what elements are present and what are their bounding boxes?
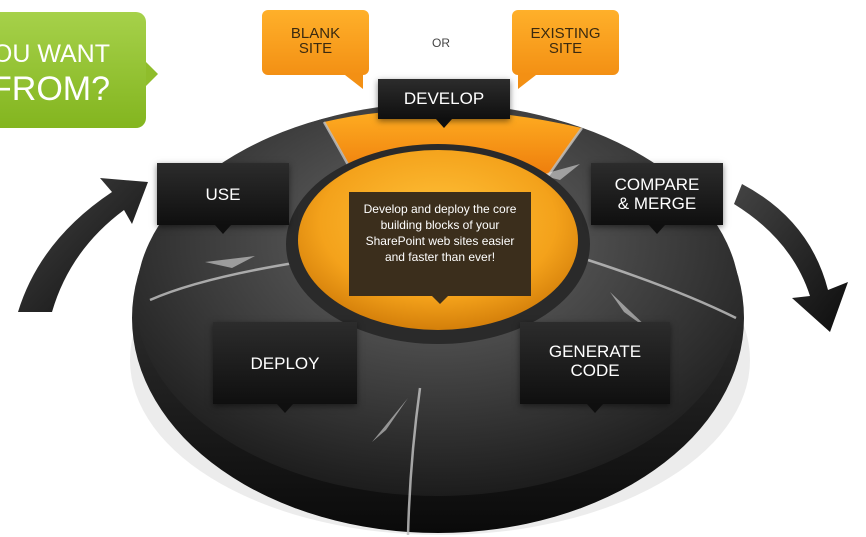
stage-deploy-label: DEPLOY [250, 354, 320, 373]
question-line-1: OU WANT [0, 40, 110, 68]
stage-use: USE [157, 163, 289, 234]
stage-develop: DEVELOP [378, 79, 510, 128]
question-callout: OU WANT FROM? [0, 12, 158, 128]
stage-generate-code-label: GENERATE CODE [548, 342, 642, 380]
cycle-arrow-left-icon [18, 178, 148, 312]
blank-site-label: BLANK SITE [290, 25, 341, 57]
question-line-2: FROM? [0, 70, 110, 108]
existing-site-option: EXISTING SITE [512, 10, 619, 89]
stage-compare-merge-label: COMPARE & MERGE [614, 175, 700, 213]
center-description: Develop and deploy the core building blo… [349, 192, 531, 304]
stage-generate-code: GENERATE CODE [520, 322, 670, 413]
or-label: OR [432, 36, 450, 50]
stage-use-label: USE [205, 185, 241, 204]
stage-deploy: DEPLOY [213, 322, 357, 413]
cycle-arrow-right-icon [734, 184, 848, 332]
blank-site-option: BLANK SITE [262, 10, 369, 89]
existing-site-label: EXISTING SITE [530, 25, 601, 57]
segment-dividers [149, 121, 737, 536]
center-description-text: Develop and deploy the core building blo… [363, 202, 517, 264]
stage-develop-label: DEVELOP [403, 89, 485, 108]
stage-compare-merge: COMPARE & MERGE [591, 163, 723, 234]
